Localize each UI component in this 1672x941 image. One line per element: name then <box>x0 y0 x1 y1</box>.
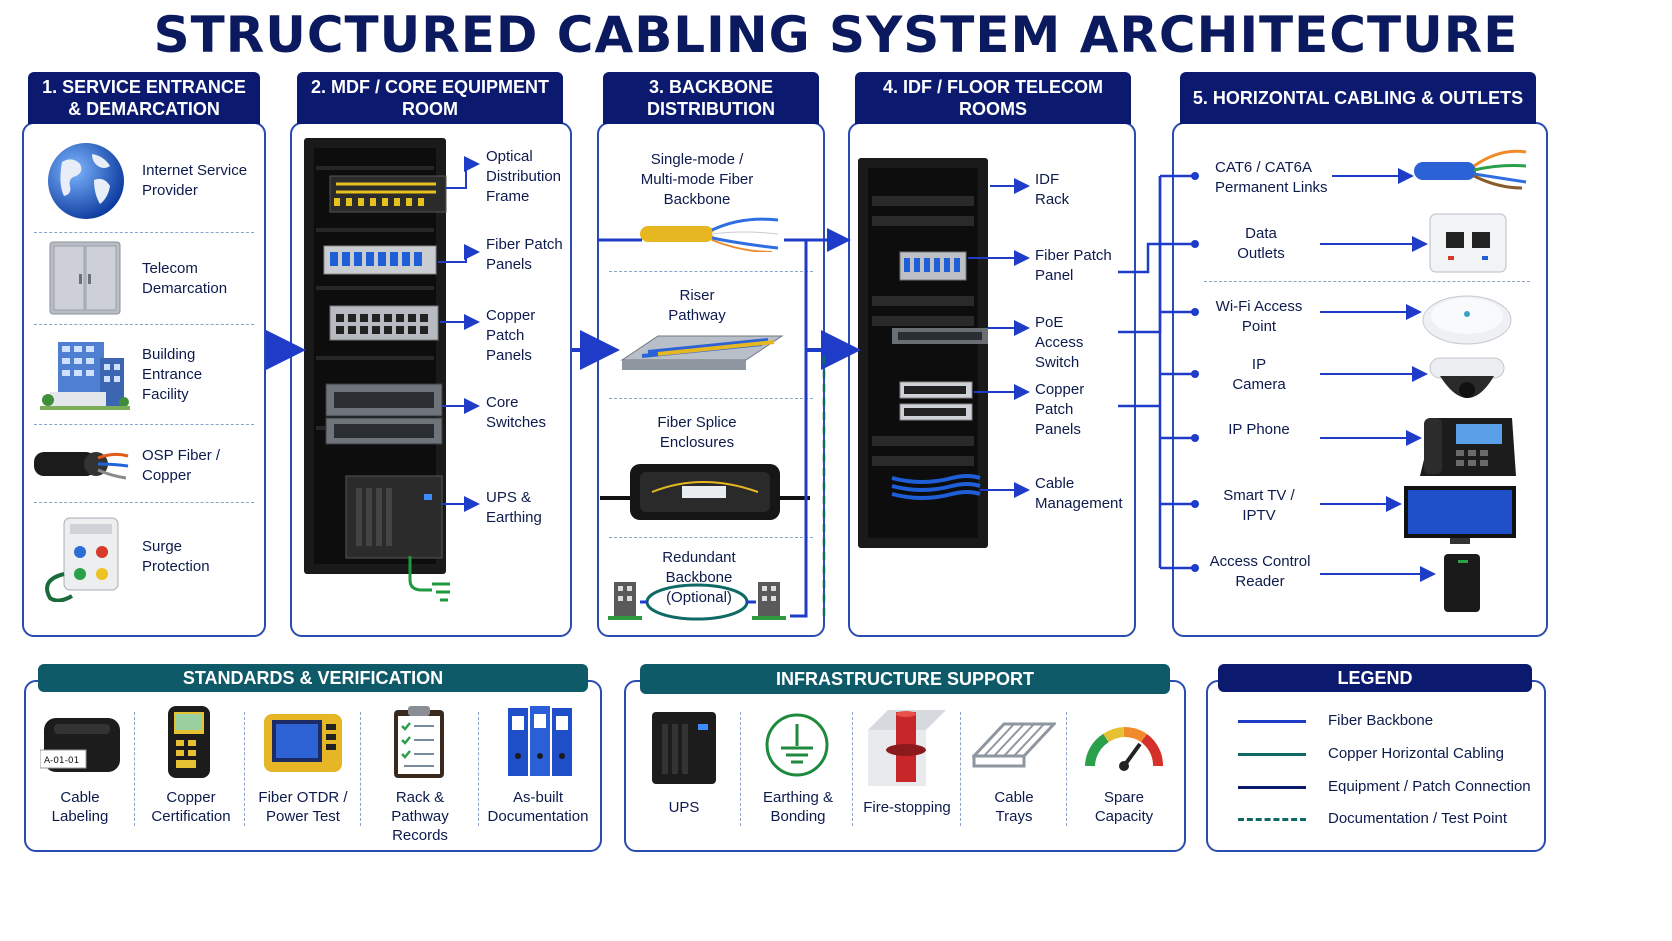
label-cat6-links: CAT6 / CAT6A Permanent Links <box>1215 159 1328 196</box>
label-building-entrance-facility: Building Entrance Facility <box>142 346 203 403</box>
building-icon <box>40 342 130 410</box>
legend-label-copper: Copper Horizontal Cabling <box>1328 745 1504 762</box>
panel-head-horizontal: 5. HORIZONTAL CABLING & OUTLETS <box>1180 72 1536 124</box>
panel-head-mdf-core: 2. MDF / CORE EQUIPMENT ROOM <box>297 72 563 124</box>
label-rack-pathway-records: Rack & Pathway Records <box>391 789 449 844</box>
idf-rack-icon <box>858 158 988 548</box>
label-copper-certification: Copper Certification <box>151 789 231 825</box>
label-ip-phone: IP Phone <box>1228 421 1290 438</box>
panel-head-idf: 4. IDF / FLOOR TELECOM ROOMS <box>855 72 1131 124</box>
desk-phone-icon <box>1420 418 1516 476</box>
label-cable-labeling: Cable Labeling <box>51 789 109 825</box>
label-copper-patch-panels: Copper Patch Panels <box>486 307 536 364</box>
label-fiber-splice-enclosures: Fiber Splice Enclosures <box>657 414 737 451</box>
label-fiber-otdr: Fiber OTDR / Power Test <box>258 789 348 825</box>
tv-icon <box>1404 486 1516 544</box>
binders-icon <box>508 706 572 776</box>
label-ups: UPS <box>668 799 700 816</box>
label-redundant-backbone: Redundant Backbone (Optional) <box>662 549 736 606</box>
firestop-icon <box>868 710 946 786</box>
label-idf-rack: IDF Rack <box>1035 171 1070 208</box>
label-ups-earthing: UPS & Earthing <box>486 489 542 526</box>
cable-tester-icon <box>168 706 210 778</box>
panel-head-standards: STANDARDS & VERIFICATION <box>38 664 588 692</box>
legend-label-patch: Equipment / Patch Connection <box>1328 778 1531 795</box>
cable-trays-icon <box>972 722 1056 768</box>
label-osp-fiber-copper: OSP Fiber / Copper <box>142 447 221 484</box>
legend-line-copper <box>1238 753 1306 756</box>
label-fiber-backbone: Single-mode / Multi-mode Fiber Backbone <box>640 151 754 208</box>
panel-head-infrastructure: INFRASTRUCTURE SUPPORT <box>640 664 1170 694</box>
dome-camera-icon <box>1429 357 1505 398</box>
label-access-control-reader: Access Control Reader <box>1209 553 1311 590</box>
splice-enclosure-icon <box>600 464 810 520</box>
clipboard-icon <box>394 706 444 778</box>
label-spare-capacity: Spare Capacity <box>1094 789 1154 825</box>
label-idf-copper-patch-panels: Copper Patch Panels <box>1035 381 1085 438</box>
cabinet-icon <box>49 241 121 315</box>
legend-label-documentation: Documentation / Test Point <box>1328 810 1507 827</box>
label-surge-protection: Surge Protection <box>142 538 210 575</box>
cable-tray-icon <box>620 335 784 370</box>
ups-icon <box>652 712 716 784</box>
surge-protector-icon <box>45 517 119 602</box>
legend-label-fiber: Fiber Backbone <box>1328 712 1434 729</box>
fiber-cable-icon <box>640 217 779 252</box>
panel-head-legend: LEGEND <box>1218 664 1532 692</box>
label-tag-text: A-01-01 <box>44 756 79 766</box>
label-data-outlets: Data Outlets <box>1237 225 1285 262</box>
label-wifi-access-point: Wi-Fi Access Point <box>1215 298 1303 335</box>
wall-outlet-icon <box>1429 213 1507 273</box>
access-point-icon <box>1422 295 1512 345</box>
legend-line-documentation <box>1238 818 1306 821</box>
label-as-built-documentation: As-built Documentation <box>487 789 589 825</box>
redundant-loop-icon <box>608 582 786 621</box>
label-printer-icon: A-01-01 <box>40 718 120 772</box>
mdf-rack-icon <box>304 138 450 602</box>
label-poe-access-switch: PoE Access Switch <box>1035 314 1084 371</box>
card-reader-icon <box>1444 554 1480 612</box>
cat6-cable-icon <box>1414 149 1527 190</box>
label-smart-tv: Smart TV / IPTV <box>1223 487 1295 524</box>
gauge-icon <box>1085 727 1163 771</box>
label-telecom-demarcation: Telecom Demarcation <box>142 260 228 297</box>
panel-head-backbone: 3. BACKBONE DISTRIBUTION <box>603 72 819 124</box>
legend-line-fiber <box>1238 720 1306 723</box>
label-fiber-patch-panels: Fiber Patch Panels <box>486 236 563 273</box>
label-fire-stopping: Fire-stopping <box>863 799 951 816</box>
legend-line-patch <box>1238 786 1306 789</box>
label-cable-management: Cable Management <box>1035 475 1123 512</box>
panel-head-service-entrance: 1. SERVICE ENTRANCE & DEMARCATION <box>28 72 260 124</box>
cable-icon <box>34 452 129 480</box>
label-ip-camera: IP Camera <box>1232 356 1286 393</box>
label-fiber-patch-panel: Fiber Patch Panel <box>1035 247 1112 284</box>
label-optical-distribution-frame: Optical Distribution Frame <box>486 148 562 205</box>
label-core-switches: Core Switches <box>486 394 547 431</box>
label-cable-trays: Cable Trays <box>994 789 1034 825</box>
globe-icon <box>48 143 124 219</box>
ground-icon <box>765 713 829 777</box>
panel-legend <box>1206 680 1546 852</box>
label-earthing-bonding: Earthing & Bonding <box>762 789 834 825</box>
label-riser-pathway: Riser Pathway <box>668 287 726 324</box>
otdr-icon <box>264 714 342 772</box>
page-title: STRUCTURED CABLING SYSTEM ARCHITECTURE <box>153 6 1519 64</box>
label-internet-service-provider: Internet Service Provider <box>142 162 248 199</box>
